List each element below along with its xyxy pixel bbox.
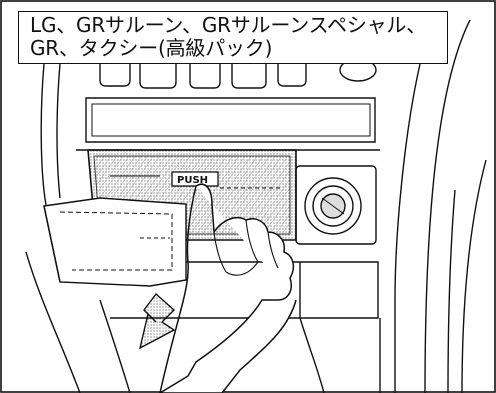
push-label: PUSH (171, 171, 219, 187)
lower-console (25, 251, 381, 393)
cigarette-lighter-icon (295, 165, 377, 245)
pull-arrow-icon (138, 292, 176, 350)
caption-line-1: LG、GRサルーン、GRサルーンスペシャル、 (30, 13, 427, 37)
caption-box: LG、GRサルーン、GRサルーンスペシャル、 GR、タクシー(高級パック) (18, 11, 448, 64)
ashtray-drawer (43, 197, 187, 287)
caption-line-2: GR、タクシー(高級パック) (30, 36, 273, 60)
audio-panel (76, 97, 380, 151)
push-label-text: PUSH (177, 175, 208, 186)
center-console (40, 19, 487, 393)
hand-illustration (158, 183, 297, 393)
